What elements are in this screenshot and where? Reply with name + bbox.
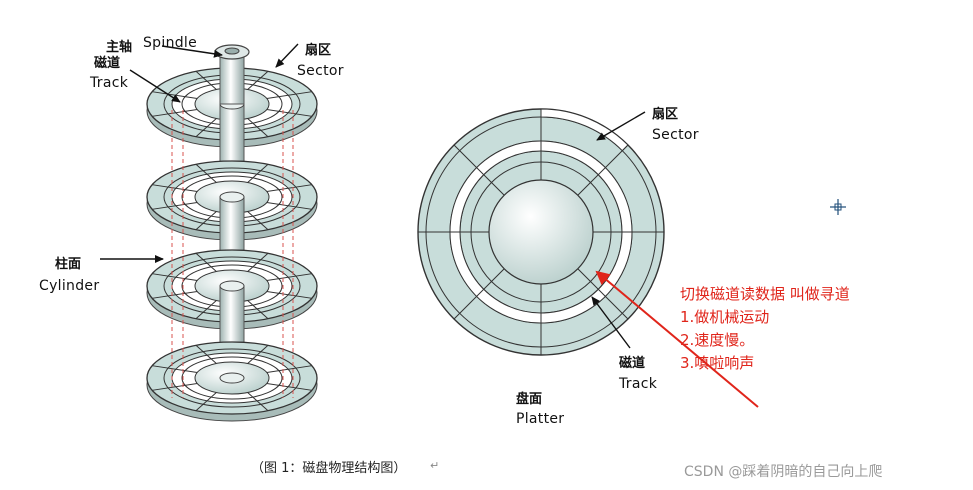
cylinder-label-en: Cylinder [39,278,100,294]
platter-disk-3 [146,249,318,379]
cylinder-label-cn: 柱面 [55,257,82,272]
spindle-collar [219,191,245,203]
return-mark-icon: ↵ [430,459,440,472]
sector-divider [577,268,629,320]
spindle-cap-hole [224,47,240,55]
platter-disk-1 [146,67,318,198]
figure-caption: （图 1：磁盘物理结构图） [251,461,407,476]
platter-disk-2 [146,160,318,287]
platter-top-view [417,108,665,356]
sector-divider [453,144,505,196]
spindle-arrow [161,45,223,58]
platter-hub [488,179,594,285]
sector-divider [247,392,269,411]
sector-divider [195,300,217,319]
sector-divider [195,118,217,137]
platter-track-arrow [591,296,631,349]
sector-divider [195,345,217,364]
csdn-watermark: CSDN @踩着阴暗的自己向上爬 [684,464,883,480]
seek-annotation-line4: 3.嗔啦响声 [680,354,755,372]
sector-divider [195,253,217,272]
seek-annotation-line1: 切换磁道读数据 叫做寻道 [680,285,850,303]
sector-label-cn: 扇区 [305,43,332,58]
track-label-en: Track [90,75,129,91]
sector-divider [266,184,312,193]
spindle-collar [219,280,245,292]
spindle-top [219,53,245,105]
track-arrow [129,69,181,103]
crosshair-cursor-icon [830,199,846,215]
sector-divider [266,201,312,210]
sector-divider [195,211,217,230]
seek-annotation-arrow [595,270,759,408]
sector-divider [195,392,217,411]
sector-divider [453,268,505,320]
sector-divider [266,382,312,391]
sector-divider [152,108,198,117]
spindle-label-en: Spindle [143,35,198,51]
platter-disk-4 [146,341,318,422]
platter-sector-label-cn: 扇区 [652,107,679,122]
platter-sector-arrow [596,111,646,141]
track-ring [181,356,283,400]
sector-divider [266,108,312,117]
highlighted-track [449,140,633,324]
sector-divider [195,164,217,183]
sector-divider [247,253,269,272]
sector-divider [266,290,312,299]
spindle-collar [219,372,245,384]
seek-annotation-line3: 2.速度慢。 [680,331,755,349]
track-label-cn: 磁道 [94,56,121,71]
spindle-label-cn: 主轴 [106,40,133,55]
platter-track-label-cn: 磁道 [619,356,646,371]
sector-divider [266,273,312,282]
sector-divider [247,118,269,137]
sector-divider [247,211,269,230]
sector-divider [266,91,312,100]
platter-label-cn: 盘面 [516,392,543,407]
sector-divider [152,184,198,193]
sector-divider [247,164,269,183]
sector-divider [266,365,312,374]
sector-arrow [275,43,299,68]
platter-track-label-en: Track [619,376,658,392]
platter-label-en: Platter [516,411,565,427]
track-ring [163,348,301,408]
sector-divider [577,144,629,196]
sector-divider [195,71,217,90]
seek-annotation-line2: 1.做机械运动 [680,308,770,326]
sector-divider [152,201,198,210]
platter-sector-label-en: Sector [652,127,699,143]
sector-divider [152,382,198,391]
sector-divider [247,300,269,319]
sector-divider [247,71,269,90]
sector-label-en: Sector [297,63,344,79]
sector-divider [152,365,198,374]
sector-divider [152,290,198,299]
sector-divider [247,345,269,364]
sector-divider [152,273,198,282]
